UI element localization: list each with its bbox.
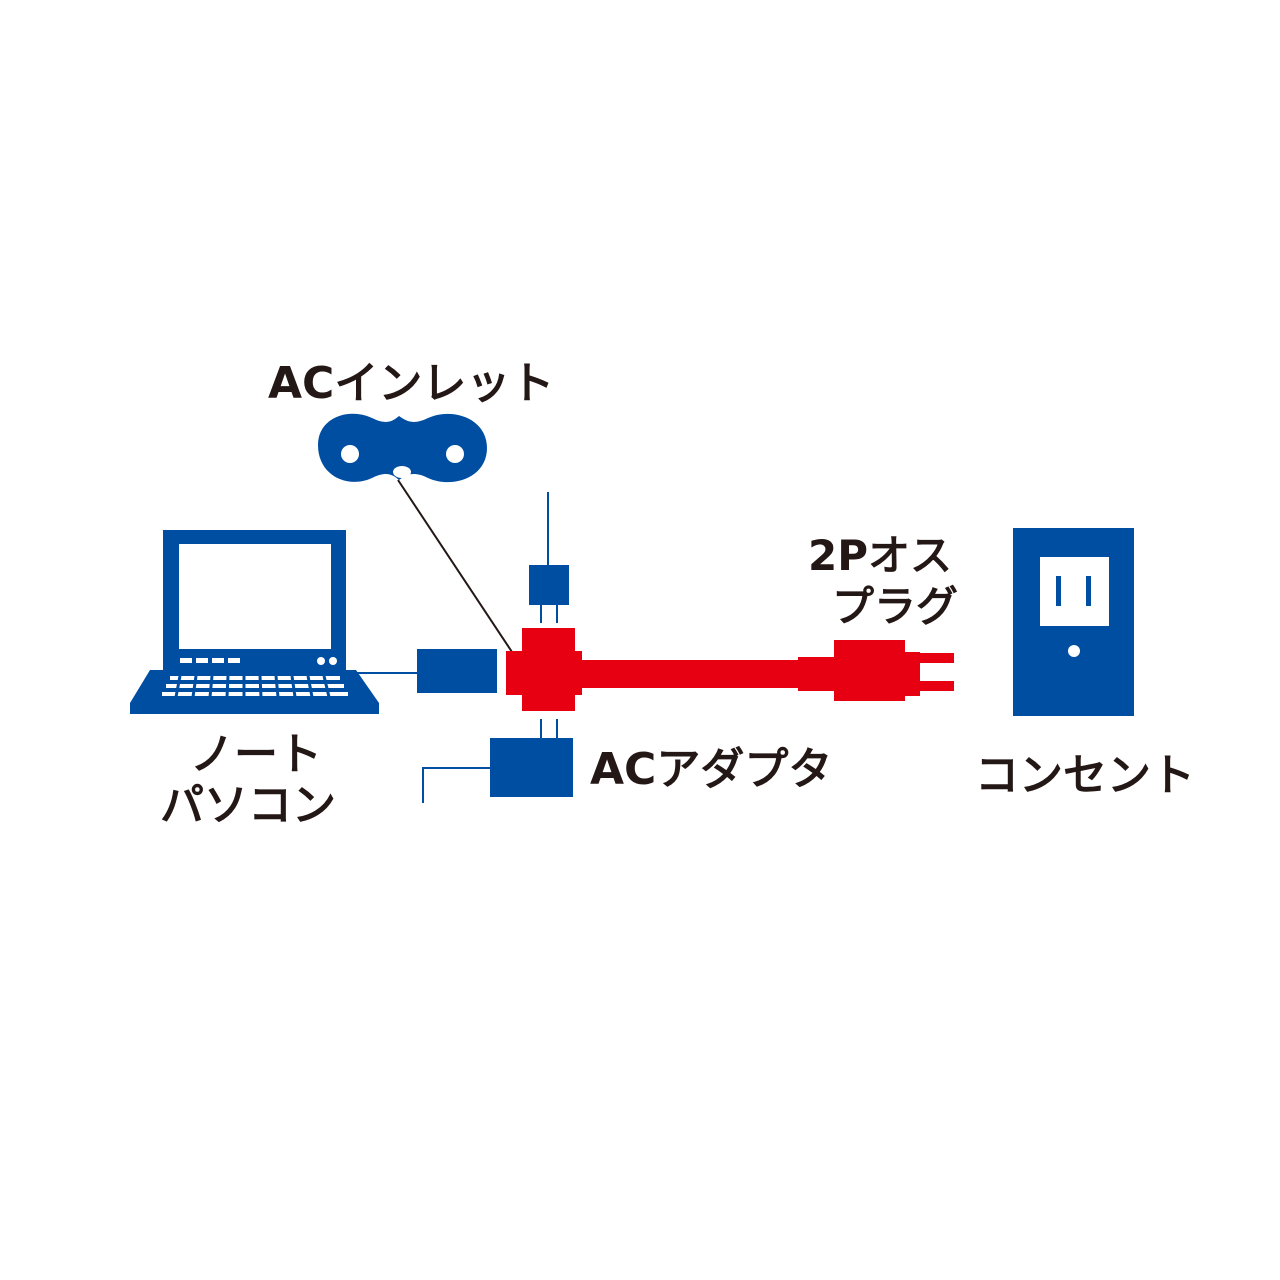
splitter-cable bbox=[506, 628, 834, 711]
plug-label-line1: 2Pオス bbox=[808, 531, 953, 580]
two-prong-plug-icon bbox=[834, 640, 954, 701]
ac-inlet-icon bbox=[318, 413, 487, 483]
ac-inlet-label: ACインレット bbox=[268, 358, 555, 409]
ac-adapter-label: ACアダプタ bbox=[590, 744, 833, 795]
plug-label-line2: プラグ bbox=[832, 582, 959, 631]
wall-outlet-icon bbox=[1013, 528, 1134, 716]
laptop-icon bbox=[130, 530, 379, 714]
notebook-label-line2: パソコン bbox=[160, 780, 336, 831]
ac-adapter-icon bbox=[422, 719, 573, 803]
laptop-connector bbox=[417, 649, 497, 693]
outlet-label: コンセント bbox=[975, 750, 1195, 801]
upper-adapter-icon bbox=[529, 492, 569, 623]
notebook-label-line1: ノート bbox=[190, 729, 322, 780]
inlet-pointer-line bbox=[397, 479, 513, 653]
